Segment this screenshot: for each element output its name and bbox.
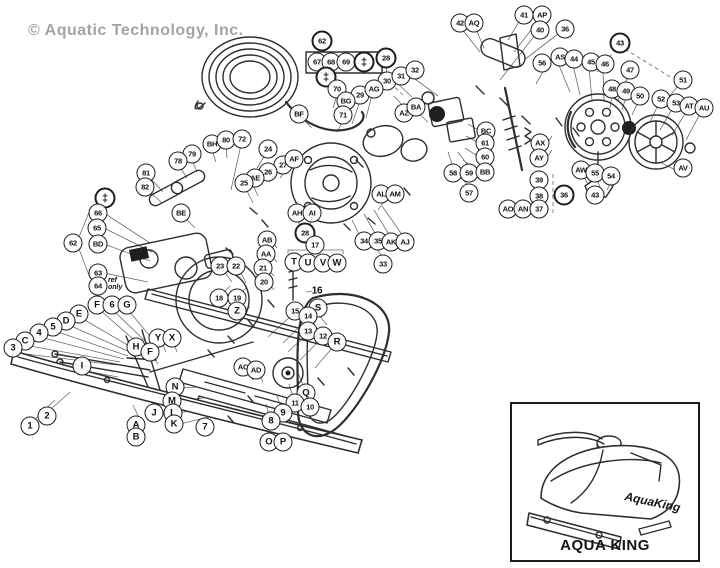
callout-p: P: [273, 432, 293, 452]
callout-43: 43: [609, 32, 631, 54]
callout-36: 36: [553, 184, 575, 206]
callout-8: 8: [261, 411, 281, 431]
hardware-bolts: [207, 85, 580, 424]
callout-bd: BD: [88, 234, 108, 254]
callout-k: K: [164, 414, 184, 434]
callout-14: 14: [298, 306, 318, 326]
callout-w: W: [327, 253, 347, 273]
callout-71: 71: [333, 105, 353, 125]
callout-af: AF: [284, 149, 304, 169]
product-drawing: AquaKing: [526, 431, 682, 550]
ref-note: ref only: [108, 277, 122, 291]
callout-65: 65: [87, 218, 107, 238]
callout-44: 44: [564, 49, 584, 69]
callout-37: 37: [529, 199, 549, 219]
callout-ay: AY: [529, 148, 549, 168]
callout-72: 72: [232, 129, 252, 149]
callout-1: 1: [20, 416, 40, 436]
muffler-assembly: [421, 33, 532, 172]
callout-bb: BB: [475, 162, 495, 182]
product-name: AQUA KING: [560, 537, 650, 554]
callout-10: 10: [300, 397, 320, 417]
symbol-callout: ‡: [353, 51, 375, 73]
symbol-callout: ‡: [94, 187, 116, 209]
callout-54: 54: [601, 166, 621, 186]
callout-be: BE: [171, 203, 191, 223]
callout-43: 43: [585, 185, 605, 205]
callout-62: 62: [311, 30, 333, 52]
callout-r: R: [327, 332, 347, 352]
callout-aq: AQ: [464, 13, 484, 33]
callout-g: G: [117, 295, 137, 315]
pump-housing: [290, 117, 476, 224]
callout-41: 41: [514, 5, 534, 25]
callout-18: 18: [209, 288, 229, 308]
callout-3: 3: [3, 338, 23, 358]
callout-bf: BF: [289, 104, 309, 124]
callout-i: I: [72, 356, 92, 376]
callout-58: 58: [443, 163, 463, 183]
callout-ba: BA: [406, 97, 426, 117]
callout-22: 22: [226, 256, 246, 276]
wheel-assembly: [564, 93, 696, 198]
callout-7: 7: [195, 417, 215, 437]
callout-16: 16: [311, 285, 323, 297]
callout-51: 51: [673, 70, 693, 90]
callout-82: 82: [135, 177, 155, 197]
callout-am: AM: [385, 184, 405, 204]
callout-46: 46: [595, 54, 615, 74]
callout-32: 32: [405, 60, 425, 80]
callout-78: 78: [168, 151, 188, 171]
callout-f: F: [140, 342, 160, 362]
drive-belt: [272, 293, 391, 438]
callout-x: X: [162, 328, 182, 348]
callout-20: 20: [254, 272, 274, 292]
callout-6: 6: [102, 295, 122, 315]
callout-av: AV: [673, 158, 693, 178]
callout-ag: AG: [364, 79, 384, 99]
callout-z: Z: [227, 301, 247, 321]
callout-33: 33: [373, 254, 393, 274]
callout-ap: AP: [532, 5, 552, 25]
watermark: © Aquatic Technology, Inc.: [28, 22, 244, 39]
callout-ad: AD: [246, 360, 266, 380]
callout-2: 2: [37, 406, 57, 426]
callout-j: J: [144, 403, 164, 423]
callout-47: 47: [620, 60, 640, 80]
callout-ai: AI: [302, 203, 322, 223]
callout-24: 24: [258, 139, 278, 159]
callout-40: 40: [530, 20, 550, 40]
callout-64: 64: [88, 276, 108, 296]
callout-17: 17: [305, 235, 325, 255]
callout-56: 56: [532, 53, 552, 73]
callout-an: AN: [513, 199, 533, 219]
product-inset: AquaKing AQUA KING: [510, 402, 700, 562]
ref-note-line2: only: [108, 284, 123, 291]
callout-u: U: [298, 253, 318, 273]
callout-36: 36: [555, 19, 575, 39]
ref-note-line1: ref: [108, 277, 117, 284]
callout-au: AU: [694, 98, 714, 118]
callout-57: 57: [459, 183, 479, 203]
callout-25: 25: [234, 173, 254, 193]
callout-b: B: [126, 427, 146, 447]
callout-aj: AJ: [395, 232, 415, 252]
callout-62: 62: [63, 233, 83, 253]
callout-28: 28: [375, 47, 397, 69]
callout-50: 50: [630, 86, 650, 106]
